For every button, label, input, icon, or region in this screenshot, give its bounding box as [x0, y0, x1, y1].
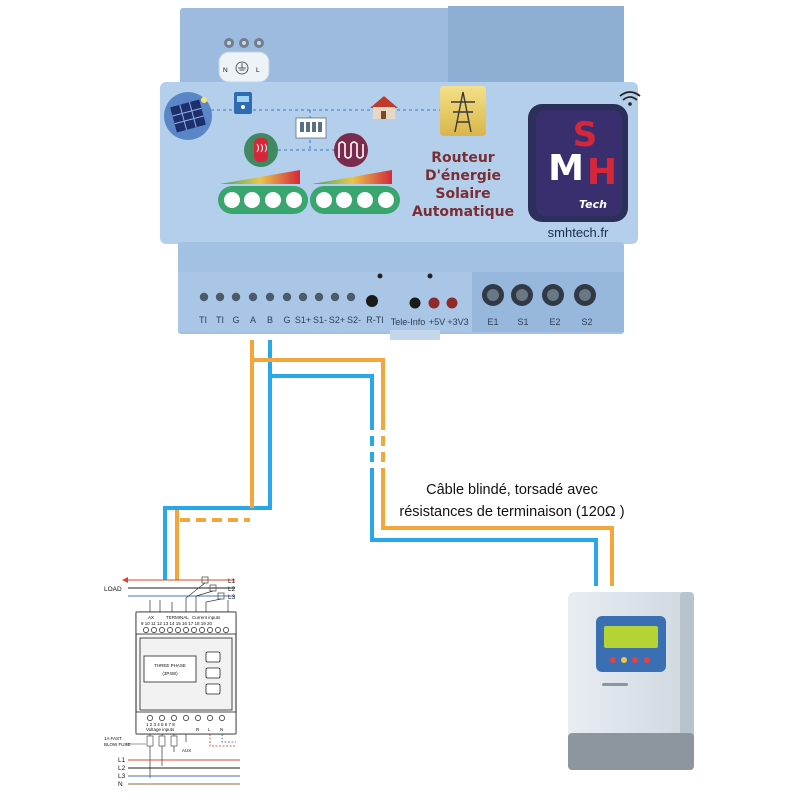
product-title-line2: D'énergie	[425, 168, 501, 184]
cable-caption-line1: Câble blindé, torsadé avec	[426, 482, 598, 498]
terminal-label-ti-2: TI	[216, 315, 224, 325]
wire-b-to-monitor	[270, 374, 374, 420]
product-title-line1: Routeur	[431, 150, 495, 166]
meter-group-label-n: N	[220, 727, 223, 732]
brand-letter-m: M	[548, 148, 584, 189]
terminal-label-s1: S1	[517, 317, 528, 327]
mains-n-label: N	[223, 67, 228, 74]
bottom-phase-l3: L3	[118, 773, 126, 780]
house-icon	[370, 96, 398, 119]
product-title-line4: Automatique	[412, 204, 514, 220]
power-ramp-2	[312, 170, 392, 184]
load-label: LOAD	[104, 586, 122, 593]
meter-group-label-r: R	[196, 727, 200, 732]
meter-group-label-l: L	[208, 727, 211, 732]
brand-logo: S M H Tech	[528, 104, 628, 222]
aux-label: AUX	[182, 748, 191, 753]
terminal-label-tele-info: Tele-Info	[391, 317, 426, 327]
mains-connector: N L	[218, 38, 270, 83]
terminal-label-s2-plus: S2+	[329, 315, 345, 325]
terminal-label-ti-1: TI	[199, 315, 207, 325]
terminal-label-3v3: +3V3	[447, 317, 468, 327]
solar-panel-icon	[164, 92, 212, 140]
terminal-label-e2: E2	[549, 317, 560, 327]
brand-letter-s: S	[573, 115, 598, 155]
terminal-label-a: A	[250, 315, 256, 325]
mains-l-label: L	[256, 67, 260, 74]
bottom-phase-l1: L1	[118, 757, 126, 764]
meter-top-screws	[143, 627, 229, 633]
power-ramp-1	[220, 170, 300, 184]
terminal-label-g-2: G	[283, 315, 290, 325]
meter-bottom-terminal-numbers: 1 2 3 4 5 6 7 8	[146, 722, 175, 727]
terminal-block-left	[199, 292, 378, 307]
router-device: N L	[160, 6, 641, 340]
wire-b-to-meter	[163, 340, 272, 580]
led-group-2	[310, 186, 400, 214]
fuse-label-line2: BLOW FUSE	[104, 742, 131, 747]
energy-meter: LOAD L1 L2 L3 AX TERMINAL Current inputs…	[104, 576, 240, 788]
meter-group-label-voltage: Voltage inputs	[146, 727, 175, 732]
product-title-line3: Solaire	[435, 186, 490, 202]
meter-group-label-current: Current inputs	[192, 615, 221, 620]
meter-group-label-terminal: TERMINAL	[166, 615, 189, 620]
top-phase-l2: L2	[228, 586, 236, 593]
terminal-block-right	[482, 284, 596, 306]
meter-label-3p4w: (3P4W)	[162, 671, 178, 676]
terminal-label-b: B	[267, 315, 273, 325]
terminal-label-r-ti: R-TI	[366, 315, 384, 325]
pylon-icon	[440, 86, 486, 136]
terminal-label-s1-plus: S1+	[295, 315, 311, 325]
top-phase-l3: L3	[228, 594, 236, 601]
brand-tech: Tech	[579, 198, 607, 211]
top-phase-l1: L1	[228, 578, 236, 585]
wifi-icon	[619, 91, 641, 106]
meter-group-label-ax: AX	[148, 615, 154, 620]
water-heater-icon	[244, 133, 278, 167]
terminal-label-s2: S2	[581, 317, 592, 327]
terminal-label-5v: +5V	[429, 317, 445, 327]
bottom-phase-l2: L2	[118, 765, 126, 772]
terminal-label-g-1: G	[232, 315, 239, 325]
bus-wiring	[163, 340, 614, 586]
wire-a-to-meter	[175, 340, 254, 580]
terminal-label-s1-minus: S1-	[313, 315, 327, 325]
meter-bottom-screws	[147, 715, 225, 721]
breaker-box-icon	[295, 117, 327, 139]
monitoring-box	[568, 592, 694, 770]
wire-a-to-monitor	[252, 358, 385, 420]
fuse-label-line1: 1A FAST	[104, 736, 122, 741]
meter-top-terminal-numbers: 9 10 11 12 13 14 15 16 17 18 19 20	[141, 621, 212, 626]
inverter-icon	[234, 92, 252, 114]
teleinfo-connectors	[409, 297, 458, 309]
terminal-label-e1: E1	[487, 317, 498, 327]
led-group-1	[218, 186, 308, 214]
bottom-phase-n: N	[118, 781, 123, 788]
meter-label-three-phase: THREE PHASE	[154, 663, 186, 668]
radiator-icon	[334, 133, 368, 167]
brand-website: smhtech.fr	[548, 225, 609, 240]
cable-caption-line2: résistances de terminaison (120Ω )	[399, 504, 624, 520]
brand-letter-h: H	[587, 152, 617, 193]
terminal-label-s2-minus: S2-	[347, 315, 361, 325]
ground-icon	[235, 61, 249, 75]
